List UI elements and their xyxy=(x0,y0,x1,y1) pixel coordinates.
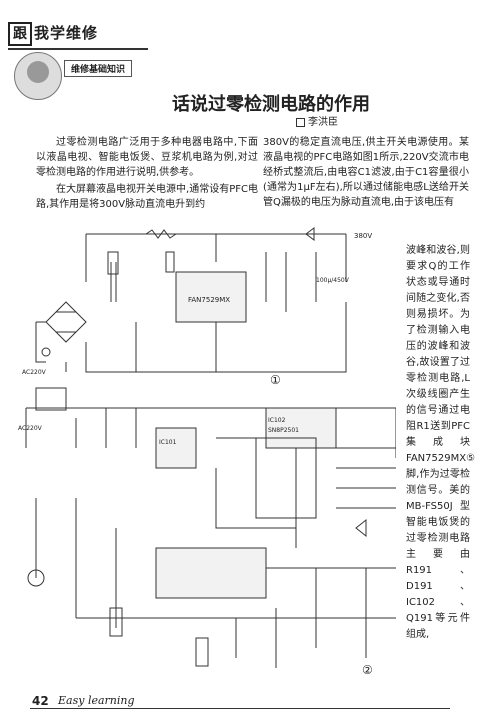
section-badge: 维修基础知识 xyxy=(64,60,133,77)
figure-1-number: ① xyxy=(270,373,281,387)
header-divider xyxy=(8,48,148,50)
fig2-ic2-model: SN8P2501 xyxy=(268,427,299,434)
section-icon-box: 跟 xyxy=(8,22,32,46)
fig1-ac-label: AC220V xyxy=(22,369,47,376)
fig1-ic-label: FAN7529MX xyxy=(188,296,230,304)
article-title: 话说过零检测电路的作用 xyxy=(172,94,370,115)
footer-divider xyxy=(30,708,450,709)
paragraph: 过零检测电路广泛用于多种电器电路中,下面以液晶电视、智能电饭煲、豆浆机电路为例,… xyxy=(36,137,258,178)
column-title: 我学维修 xyxy=(34,24,99,42)
left-column: 过零检测电路广泛用于多种电器电路中,下面以液晶电视、智能电饭煲、豆浆机电路为例,… xyxy=(36,135,258,214)
fig1-cap-label: 100μ/450V xyxy=(316,277,350,284)
fig1-out-label: 380V xyxy=(354,232,372,240)
fig2-ac-label: AC220V xyxy=(18,425,43,432)
circuit-diagram-1: FAN7529MX AC220V 380V 100μ/450V ① xyxy=(22,227,372,387)
author-avatar-icon xyxy=(14,52,62,100)
paragraph: 在大屏幕液晶电视开关电源中,通常设有PFC电路,其作用是将300V脉动直流电升到… xyxy=(36,184,258,210)
figure-2-number: ② xyxy=(362,663,373,677)
fig2-ic2-label: IC102 xyxy=(268,417,286,424)
right-narrow-column: 波峰和波谷,则要求Q的工作状态或导通时间随之变化,否则易损坏。为了检测输入电压的… xyxy=(406,245,476,640)
fig2-ic1-label: IC101 xyxy=(159,439,177,446)
footer-label: Easy learning xyxy=(58,694,135,707)
right-column-top: 380V的稳定直流电压,供主开关电源使用。某液晶电视的PFC电路如图1所示,22… xyxy=(263,137,469,208)
author-byline: 李洪臣 xyxy=(296,113,338,128)
circuit-diagram-2: IC101 IC102 SN8P2501 AC220V ② xyxy=(18,387,396,677)
page-number: 42 xyxy=(32,694,49,708)
byline-square-icon xyxy=(296,117,305,127)
